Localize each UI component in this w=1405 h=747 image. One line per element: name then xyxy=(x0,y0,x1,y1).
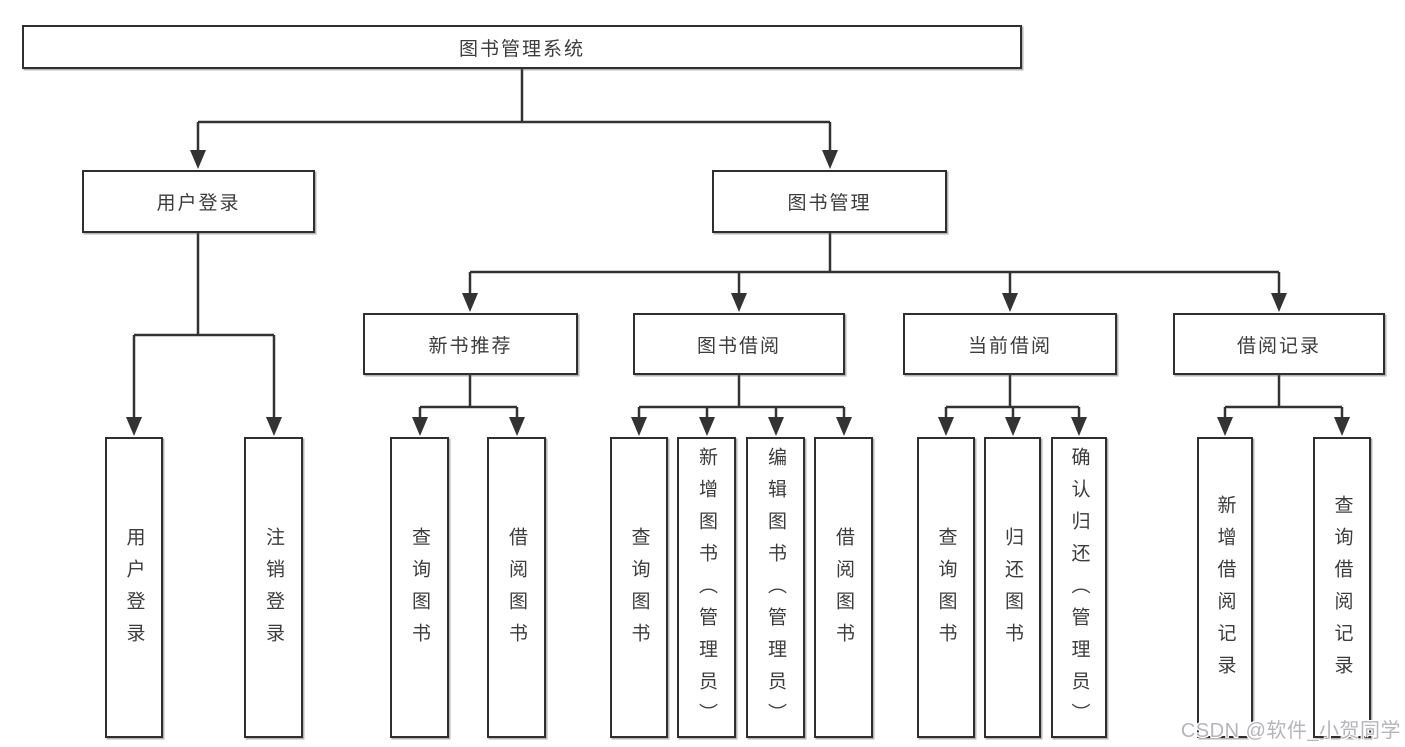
arrow-icon xyxy=(412,417,428,436)
arrow-icon xyxy=(509,417,525,436)
arrow-icon xyxy=(1071,417,1087,436)
arrow-icon xyxy=(938,417,954,436)
leaf-return-books: 归还图书 xyxy=(984,437,1041,738)
node-root-system: 图书管理系统 xyxy=(22,25,1022,69)
arrow-icon xyxy=(1005,417,1021,436)
csdn-watermark: CSDN @软件_小贺同学 xyxy=(1180,720,1401,742)
node-borrow-record: 借阅记录 xyxy=(1173,313,1385,375)
arrow-icon xyxy=(731,293,747,312)
arrow-icon xyxy=(266,417,282,436)
arrow-icon xyxy=(462,293,478,312)
leaf-borrow-books: 借阅图书 xyxy=(814,437,873,738)
leaf-borrow-books-recommend: 借阅图书 xyxy=(487,437,546,738)
arrow-icon xyxy=(768,417,784,436)
arrow-icon xyxy=(1217,417,1233,436)
leaf-add-borrow-record: 新增借阅记录 xyxy=(1197,437,1253,738)
leaf-edit-books-admin: 编辑图书（管理员） xyxy=(746,437,805,738)
arrow-icon xyxy=(699,417,715,436)
leaf-query-borrow-record: 查询借阅记录 xyxy=(1313,437,1371,738)
arrow-icon xyxy=(631,417,647,436)
node-new-book-recommend: 新书推荐 xyxy=(363,313,578,375)
leaf-user-login: 用户登录 xyxy=(105,437,163,738)
arrow-icon xyxy=(836,417,852,436)
node-book-management: 图书管理 xyxy=(712,170,947,233)
arrow-icon xyxy=(126,417,142,436)
arrow-icon xyxy=(190,150,206,169)
leaf-confirm-return-admin: 确认归还（管理员） xyxy=(1051,437,1107,738)
leaf-add-books-admin: 新增图书（管理员） xyxy=(677,437,736,738)
leaf-logout: 注销登录 xyxy=(244,437,303,738)
leaf-query-books-borrow: 查询图书 xyxy=(610,437,668,738)
leaf-query-books-recommend: 查询图书 xyxy=(390,437,449,738)
leaf-query-books-current: 查询图书 xyxy=(917,437,975,738)
node-user-login: 用户登录 xyxy=(82,170,315,233)
node-current-borrow: 当前借阅 xyxy=(903,313,1117,375)
arrow-icon xyxy=(1271,293,1287,312)
arrow-icon xyxy=(1002,293,1018,312)
arrow-icon xyxy=(1334,417,1350,436)
arrow-icon xyxy=(822,150,838,169)
node-book-borrow: 图书借阅 xyxy=(633,313,845,375)
